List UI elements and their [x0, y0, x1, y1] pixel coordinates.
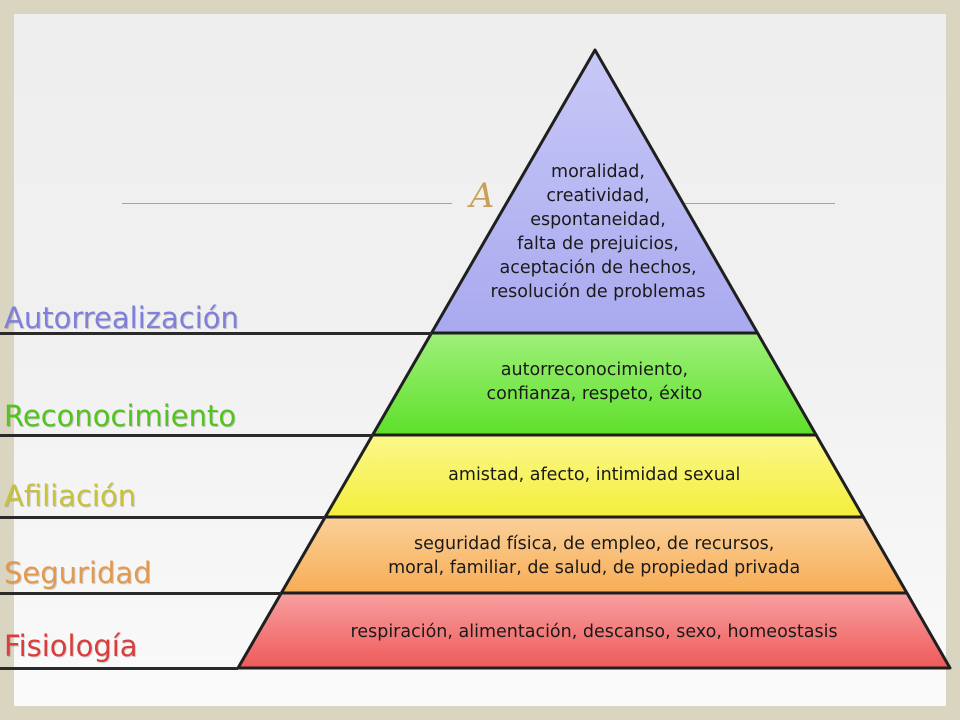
tier-line: creatividad, [546, 186, 650, 206]
tier-line: autorreconocimiento, [500, 360, 689, 380]
level-label-reconocimiento: Reconocimiento [4, 399, 237, 433]
title-ornament-glyph: A [469, 176, 495, 216]
level-line-afiliacion [0, 516, 325, 519]
title-rule-left [122, 203, 452, 204]
level-line-autorrealizacion [0, 332, 432, 335]
tier-line: espontaneidad, [530, 210, 666, 230]
tier-line: respiración, alimentación, descanso, sex… [350, 622, 838, 642]
tier-line: moral, familiar, de salud, de propiedad … [388, 558, 801, 578]
pyramid-tier-fisiologia [236, 591, 952, 670]
tier-text-reconocimiento: autorreconocimiento, confianza, respeto, … [244, 358, 944, 406]
tier-text-autorrealizacion: moralidad, creatividad, espontaneidad, falt… [248, 160, 948, 304]
tier-line: amistad, afecto, intimidad sexual [448, 465, 741, 485]
level-label-fisiologia: Fisiología [4, 629, 138, 663]
level-label-autorrealizacion: Autorrealización [4, 301, 239, 335]
tier-line: aceptación de hechos, [499, 258, 697, 278]
tier-line: confianza, respeto, éxito [486, 384, 703, 404]
level-line-seguridad [0, 592, 281, 595]
level-label-afiliacion: Afiliación [4, 479, 137, 513]
level-line-fisiologia [0, 667, 238, 670]
tier-line: falta de prejuicios, [517, 234, 679, 254]
tier-text-afiliacion: amistad, afecto, intimidad sexual [244, 463, 944, 487]
tier-line: seguridad física, de empleo, de recursos… [413, 534, 775, 554]
tier-text-fisiologia: respiración, alimentación, descanso, sex… [244, 620, 944, 644]
tier-line: resolución de problemas [490, 282, 706, 302]
tier-line: moralidad, [551, 162, 645, 182]
level-line-reconocimiento [0, 434, 373, 437]
level-label-seguridad: Seguridad [4, 556, 152, 590]
tier-text-seguridad: seguridad física, de empleo, de recursos… [244, 532, 944, 580]
